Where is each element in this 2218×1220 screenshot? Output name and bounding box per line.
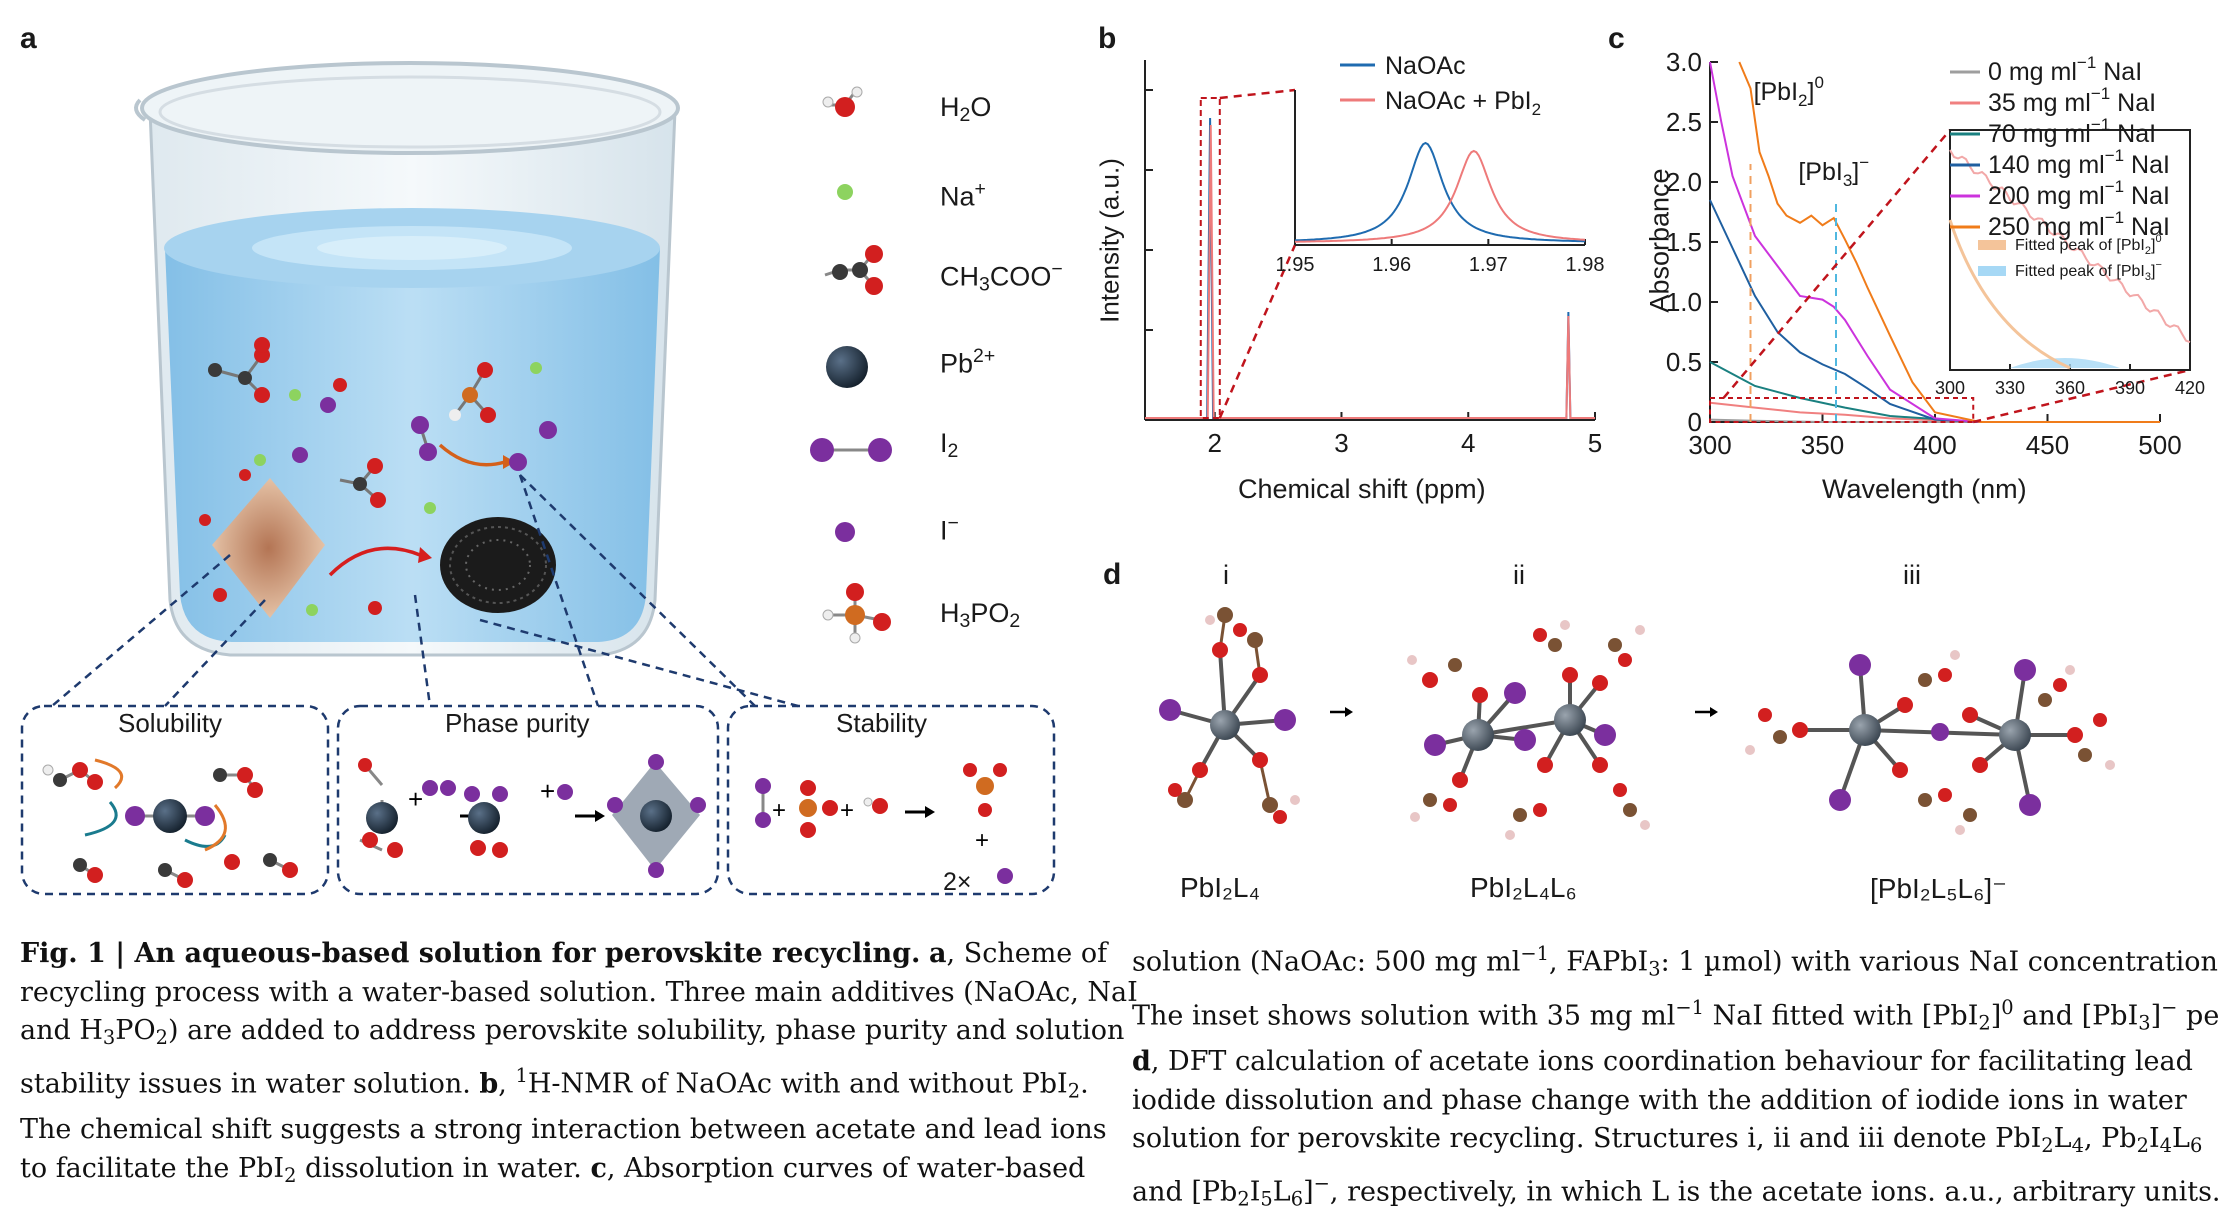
abs-inset-tick-label: 300 bbox=[1935, 378, 1965, 398]
abs-y-tick-label: 0.5 bbox=[1666, 347, 1702, 377]
nmr-legend-label: NaOAc + PbI2 bbox=[1385, 87, 1541, 119]
legend-label-sodium-ion: Na+ bbox=[940, 178, 986, 212]
abs-inset-legend-swatch bbox=[1978, 240, 2006, 250]
legend-label-water: H2O bbox=[940, 92, 992, 126]
abs-inset-tick-label: 390 bbox=[2115, 378, 2145, 398]
abs-y-tick-label: 1.0 bbox=[1666, 287, 1702, 317]
abs-x-tick-label: 350 bbox=[1801, 430, 1844, 460]
molecule-legend-icons bbox=[810, 86, 892, 644]
absorbance-chart: 300 350 400 450 500 0 0.5 1.0 1.5 2.0 2.5 3.0 [PbI2]… bbox=[1666, 47, 2205, 460]
box-title-stability: Stability bbox=[836, 708, 928, 738]
nmr-inset-tick-label: 1.98 bbox=[1566, 254, 1605, 276]
abs-legend-label: 35 mg ml−1 NaI bbox=[1988, 84, 2156, 117]
abs-inset-legend-label: Fitted peak of [PbI3]− bbox=[2015, 259, 2162, 283]
abs-inset-legend-label: Fitted peak of [PbI2]0 bbox=[2015, 233, 2162, 257]
structure-ii-numeral: ii bbox=[1513, 560, 1525, 590]
abs-x-tick-label: 450 bbox=[2026, 430, 2069, 460]
abs-y-tick-label: 2.0 bbox=[1666, 167, 1702, 197]
nmr-inset-series-1 bbox=[1295, 149, 1586, 243]
abs-annotation-pbi3: [PbI3]− bbox=[1798, 153, 1869, 190]
abs-inset-tick-label: 420 bbox=[2175, 378, 2205, 398]
abs-x-tick-label: 400 bbox=[1913, 430, 1956, 460]
svg-text:+: + bbox=[408, 784, 423, 814]
nmr-x-tick-label: 3 bbox=[1334, 428, 1348, 458]
structure-iii-label: [PbI₂L₅L₆]⁻ bbox=[1870, 873, 2007, 904]
nmr-inset-series-0 bbox=[1294, 141, 1586, 243]
absorbance-xlabel: Wavelength (nm) bbox=[1822, 474, 2027, 504]
nmr-zoom-line bbox=[1219, 88, 1296, 100]
panel-letter-a: a bbox=[20, 22, 37, 55]
abs-y-tick-label: 1.5 bbox=[1666, 227, 1702, 257]
structure-ii-label: PbI₂L₄L₆ bbox=[1470, 872, 1577, 903]
svg-text:+: + bbox=[975, 827, 989, 854]
legend-label-lead-ion: Pb2+ bbox=[940, 345, 996, 379]
structure-iii-numeral: iii bbox=[1903, 560, 1921, 590]
structure-i-label: PbI₂L₄ bbox=[1180, 872, 1260, 903]
nmr-legend-label: NaOAc bbox=[1385, 52, 1466, 80]
panel-letter-d: d bbox=[1103, 558, 1122, 591]
abs-legend-label: 200 mg ml−1 NaI bbox=[1988, 177, 2170, 210]
abs-inset-tick-label: 360 bbox=[2055, 378, 2085, 398]
abs-y-tick-label: 0 bbox=[1688, 407, 1702, 437]
beaker-illustration bbox=[51, 61, 799, 708]
nmr-x-tick-label: 4 bbox=[1461, 428, 1475, 458]
figure-caption-left: Fig. 1 | An aqueous-based solution for p… bbox=[20, 938, 1138, 1187]
figure-caption-right: solution (NaOAc: 500 mg ml−1, FAPbI3: 1 … bbox=[1132, 942, 2218, 1211]
abs-legend-label: 140 mg ml−1 NaI bbox=[1988, 146, 2170, 179]
svg-text:+: + bbox=[840, 797, 854, 824]
box-title-solubility: Solubility bbox=[118, 708, 223, 738]
abs-inset-data bbox=[1949, 149, 2191, 344]
abs-inset-tick-label: 330 bbox=[1995, 378, 2025, 398]
stability-multiplier: 2× bbox=[943, 868, 972, 896]
mechanism-boxes: + + + + + bbox=[20, 704, 1056, 896]
abs-y-tick-label: 3.0 bbox=[1666, 47, 1702, 77]
absorbance-ylabel: Absorbance bbox=[1644, 168, 1675, 313]
legend-label-acetate: CH3COO− bbox=[940, 258, 1063, 296]
abs-series-5 bbox=[1738, 61, 2160, 423]
structure-i-numeral: i bbox=[1223, 560, 1229, 590]
abs-series-4 bbox=[1709, 61, 2160, 423]
nmr-inset-tick-label: 1.95 bbox=[1276, 254, 1315, 276]
abs-x-tick-label: 300 bbox=[1688, 430, 1731, 460]
nmr-ylabel: Intensity (a.u.) bbox=[1094, 158, 1125, 323]
abs-zoom-line bbox=[1722, 129, 1951, 399]
nmr-x-tick-label: 5 bbox=[1588, 428, 1602, 458]
nmr-xlabel: Chemical shift (ppm) bbox=[1238, 474, 1486, 504]
nmr-x-tick-label: 2 bbox=[1207, 428, 1221, 458]
svg-text:+: + bbox=[540, 776, 555, 806]
abs-inset-fit-pbi3 bbox=[2010, 358, 2120, 368]
dft-structures bbox=[1159, 607, 2115, 840]
abs-legend-label: 0 mg ml−1 NaI bbox=[1988, 53, 2142, 86]
nmr-series-1 bbox=[1145, 124, 1595, 419]
abs-inset-legend-swatch bbox=[1978, 266, 2006, 276]
nmr-inset-tick-label: 1.97 bbox=[1469, 254, 1508, 276]
abs-y-tick-label: 2.5 bbox=[1666, 107, 1702, 137]
panel-letter-b: b bbox=[1098, 22, 1117, 55]
legend-label-iodine: I2 bbox=[940, 428, 959, 462]
abs-legend-label: 250 mg ml−1 NaI bbox=[1988, 208, 2170, 241]
nmr-inset-tick-label: 1.96 bbox=[1372, 254, 1411, 276]
legend-label-hypophosphorous-acid: H3PO2 bbox=[940, 598, 1021, 632]
abs-zoom-line bbox=[1972, 368, 2191, 424]
abs-x-tick-label: 500 bbox=[2138, 430, 2181, 460]
abs-zoom-box bbox=[1709, 397, 1975, 423]
svg-text:+: + bbox=[772, 797, 786, 824]
abs-inset-fit-pbi2 bbox=[1948, 219, 2071, 370]
abs-legend-label: 70 mg ml−1 NaI bbox=[1988, 115, 2156, 148]
legend-label-iodide: I− bbox=[940, 512, 959, 546]
panel-letter-c: c bbox=[1608, 22, 1625, 55]
abs-annotation-pbi2: [PbI2]0 bbox=[1754, 73, 1824, 110]
nmr-zoom-line bbox=[1218, 244, 1297, 419]
box-title-phase-purity: Phase purity bbox=[445, 708, 590, 738]
